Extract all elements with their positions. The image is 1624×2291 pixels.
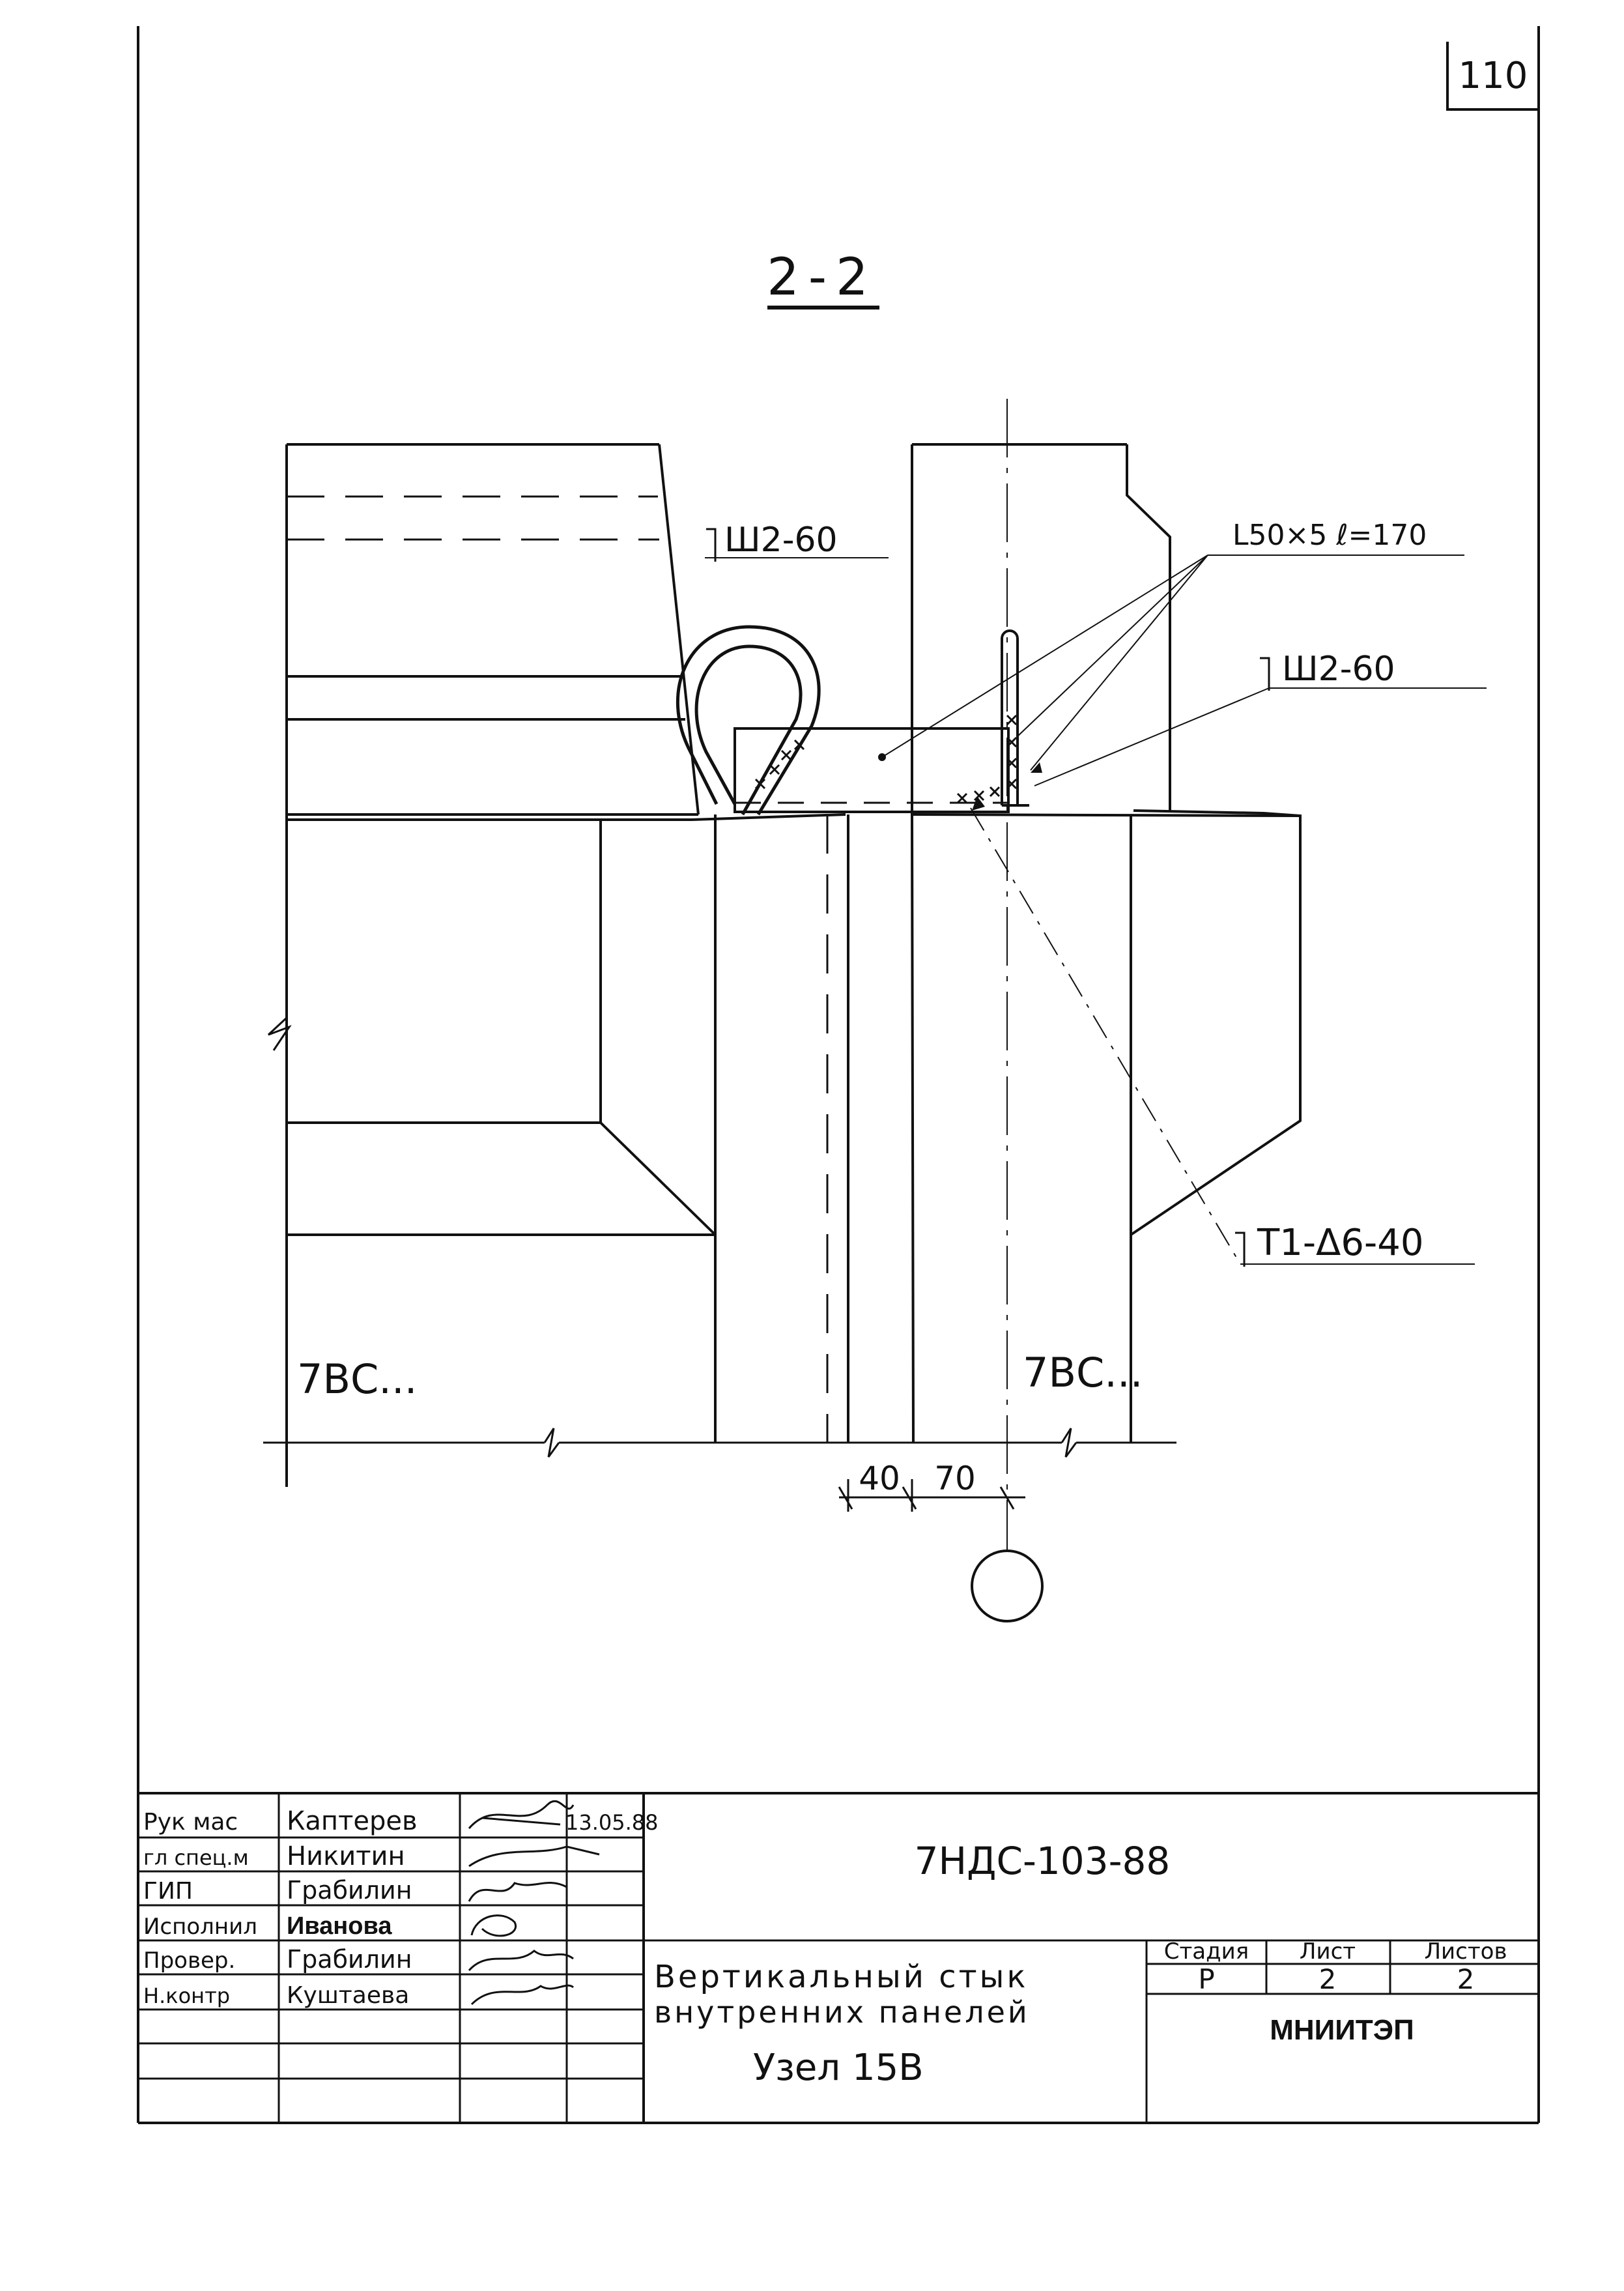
sig-name-3: Иванова	[287, 1912, 392, 1940]
page-number: 110	[1459, 55, 1528, 97]
title-block-text: 7НДС-103-88 Вертикальный стык внутренних…	[654, 1839, 1507, 2089]
vertical-rod-right	[1001, 629, 1029, 807]
sig-name-4: Грабилин	[287, 1945, 412, 1974]
sig-role-5: Н.контр	[143, 1983, 230, 2008]
sheets-header: Листов	[1424, 1938, 1507, 1965]
label-flags	[706, 528, 1270, 1267]
label-panel-right: 7ВС...	[1023, 1349, 1143, 1396]
sheet-frame	[137, 26, 1540, 2124]
sheets-value: 2	[1457, 1963, 1475, 1995]
dim-right: 70	[934, 1460, 976, 1497]
left-upper-slab	[285, 443, 700, 1487]
label-angle-spec: L50×5 ℓ=170	[1232, 519, 1427, 552]
sig-name-1: Никитин	[287, 1841, 405, 1871]
leader-arrows	[972, 762, 1042, 811]
left-wall-panel	[287, 813, 849, 1443]
stage-value: Р	[1198, 1963, 1214, 1995]
handwritten-signatures	[468, 1800, 600, 2006]
sig-role-2: ГИП	[143, 1878, 193, 1905]
break-mark-left	[267, 1016, 292, 1051]
loop-anchor-left	[676, 625, 821, 816]
title-line1: Вертикальный стык	[654, 1959, 1028, 1995]
dim-left: 40	[859, 1460, 900, 1497]
sheet-header: Лист	[1300, 1938, 1356, 1965]
sig-name-0: Каптерев	[287, 1806, 418, 1836]
weld-marks	[754, 714, 1018, 804]
document-code: 7НДС-103-88	[915, 1839, 1171, 1883]
label-t1-spec: Т1-Δ6-40	[1257, 1222, 1423, 1264]
sig-name-5: Куштаева	[287, 1982, 409, 2009]
sig-role-3: Исполнил	[143, 1914, 257, 1940]
title-block	[138, 1792, 1539, 2123]
signature-table: Рук мас Каптерев 13.05.88 гл спец.м Ники…	[143, 1806, 659, 2009]
sig-date-0: 13.05.88	[565, 1810, 659, 1835]
sig-role-1: гл спец.м	[143, 1845, 249, 1870]
drawing-labels: Ш2-60 L50×5 ℓ=170 Ш2-60 Т1-Δ6-40 7ВС... …	[297, 519, 1427, 1497]
dimension-line	[838, 1479, 1025, 1512]
cut-line-bottom	[263, 1428, 1176, 1458]
node-label: Узел 15В	[753, 2047, 924, 2089]
stage-header: Стадия	[1164, 1938, 1249, 1965]
title-line2: внутренних панелей	[654, 1995, 1030, 2030]
sheet-value: 2	[1319, 1963, 1337, 1995]
section-title-group: 2-2	[767, 248, 879, 310]
page-number-box: 110	[1446, 42, 1539, 111]
right-wall-panel	[911, 443, 1302, 1443]
leader-lines	[705, 555, 1487, 1265]
sig-name-2: Грабилин	[287, 1876, 412, 1905]
label-sh-right: Ш2-60	[1282, 650, 1395, 689]
sig-role-0: Рук мас	[143, 1809, 238, 1836]
sig-role-4: Провер.	[143, 1948, 235, 1974]
organization: МНИИТЭП	[1270, 2014, 1414, 2046]
label-sh-top-left: Ш2-60	[724, 521, 838, 560]
angle-plate	[734, 714, 1018, 813]
label-panel-left: 7ВС...	[297, 1355, 417, 1403]
section-title: 2-2	[767, 248, 877, 307]
section-drawing	[263, 399, 1487, 1622]
axis-bubble	[971, 1549, 1044, 1622]
